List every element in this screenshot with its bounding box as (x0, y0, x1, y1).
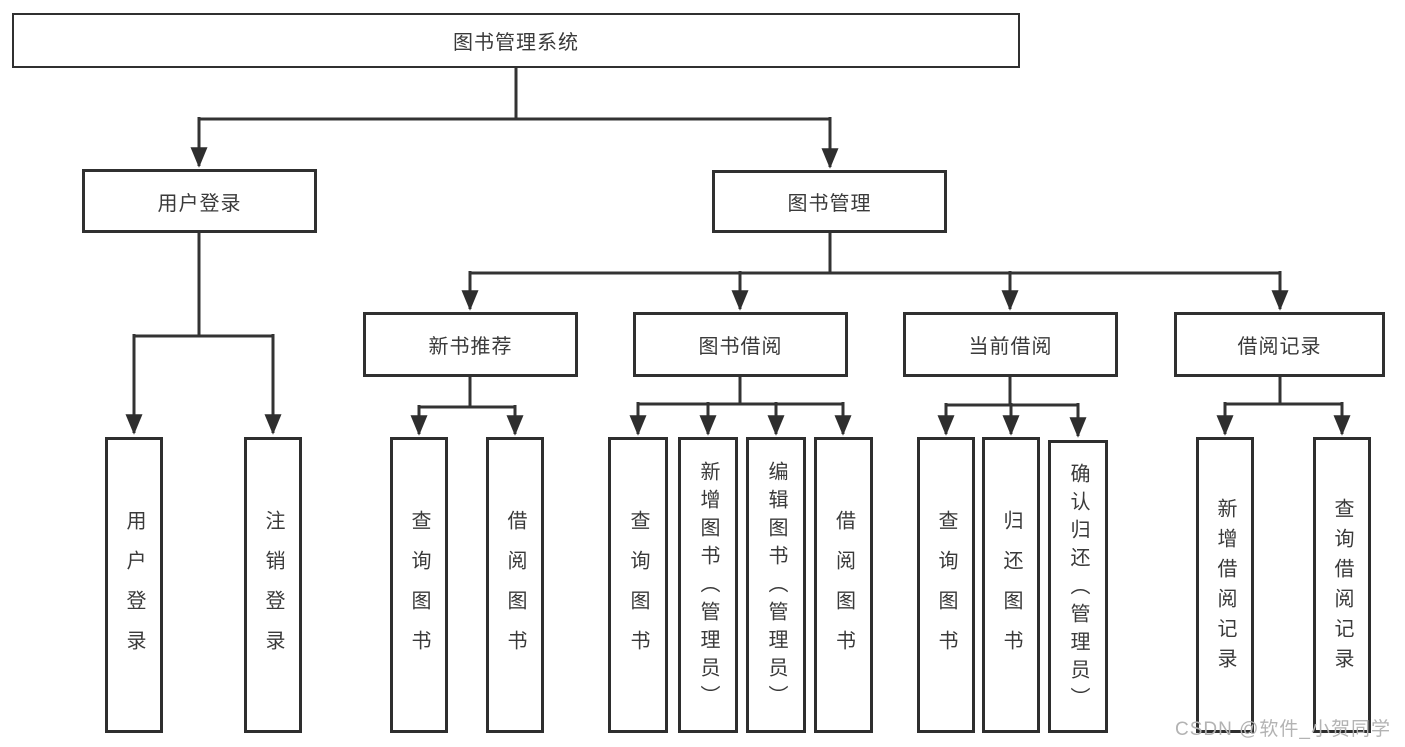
leaf-label: 用户登录 (123, 510, 145, 670)
leaf-logout: 注销登录 (244, 437, 302, 733)
node-new-book-recommend: 新书推荐 (363, 312, 578, 377)
leaf-label: 注销登录 (262, 510, 284, 670)
node-label: 新书推荐 (428, 336, 513, 358)
leaf-return-books: 归还图书 (982, 437, 1040, 733)
leaf-label: 查询借阅记录 (1331, 497, 1353, 678)
leaf-add-borrow-record: 新增借阅记录 (1196, 437, 1254, 733)
leaf-label: 查询图书 (627, 510, 649, 670)
leaf-query-books-recommend: 查询图书 (390, 437, 448, 733)
leaf-label: 查询图书 (408, 510, 430, 670)
leaf-query-borrow-record: 查询借阅记录 (1313, 437, 1371, 733)
node-label: 借阅记录 (1237, 336, 1322, 358)
node-label: 图书管理系统 (453, 32, 579, 54)
leaf-label: 新增借阅记录 (1214, 497, 1236, 678)
node-label: 图书管理 (787, 193, 872, 215)
leaf-label: 确认归还（管理员） (1067, 462, 1089, 715)
node-label: 当前借阅 (968, 336, 1053, 358)
leaf-label: 借阅图书 (832, 510, 855, 670)
node-book-borrowing: 图书借阅 (633, 312, 848, 377)
csdn-watermark: CSDN @软件_小贺同学 (1175, 719, 1391, 740)
leaf-user-login: 用户登录 (105, 437, 163, 733)
node-label: 用户登录 (157, 192, 242, 215)
leaf-label: 归还图书 (1000, 510, 1022, 670)
leaf-add-books-admin: 新增图书（管理员） (678, 437, 738, 733)
leaf-query-books-borrowing: 查询图书 (608, 437, 668, 733)
leaf-borrow-books-recommend: 借阅图书 (486, 437, 544, 733)
node-label: 图书借阅 (698, 336, 783, 358)
node-current-borrowing: 当前借阅 (903, 312, 1118, 377)
leaf-label: 编辑图书（管理员） (765, 461, 787, 713)
leaf-label: 查询图书 (935, 510, 957, 670)
node-borrow-records: 借阅记录 (1174, 312, 1385, 377)
leaf-borrow-books-borrowing: 借阅图书 (814, 437, 873, 733)
leaf-label: 新增图书（管理员） (697, 461, 719, 713)
leaf-query-books-current: 查询图书 (917, 437, 975, 733)
leaf-edit-books-admin: 编辑图书（管理员） (746, 437, 806, 733)
node-user-login: 用户登录 (82, 169, 317, 233)
leaf-confirm-return-admin: 确认归还（管理员） (1048, 440, 1108, 733)
node-book-management: 图书管理 (712, 170, 947, 233)
leaf-label: 借阅图书 (504, 510, 526, 670)
node-library-management-system: 图书管理系统 (12, 13, 1020, 68)
